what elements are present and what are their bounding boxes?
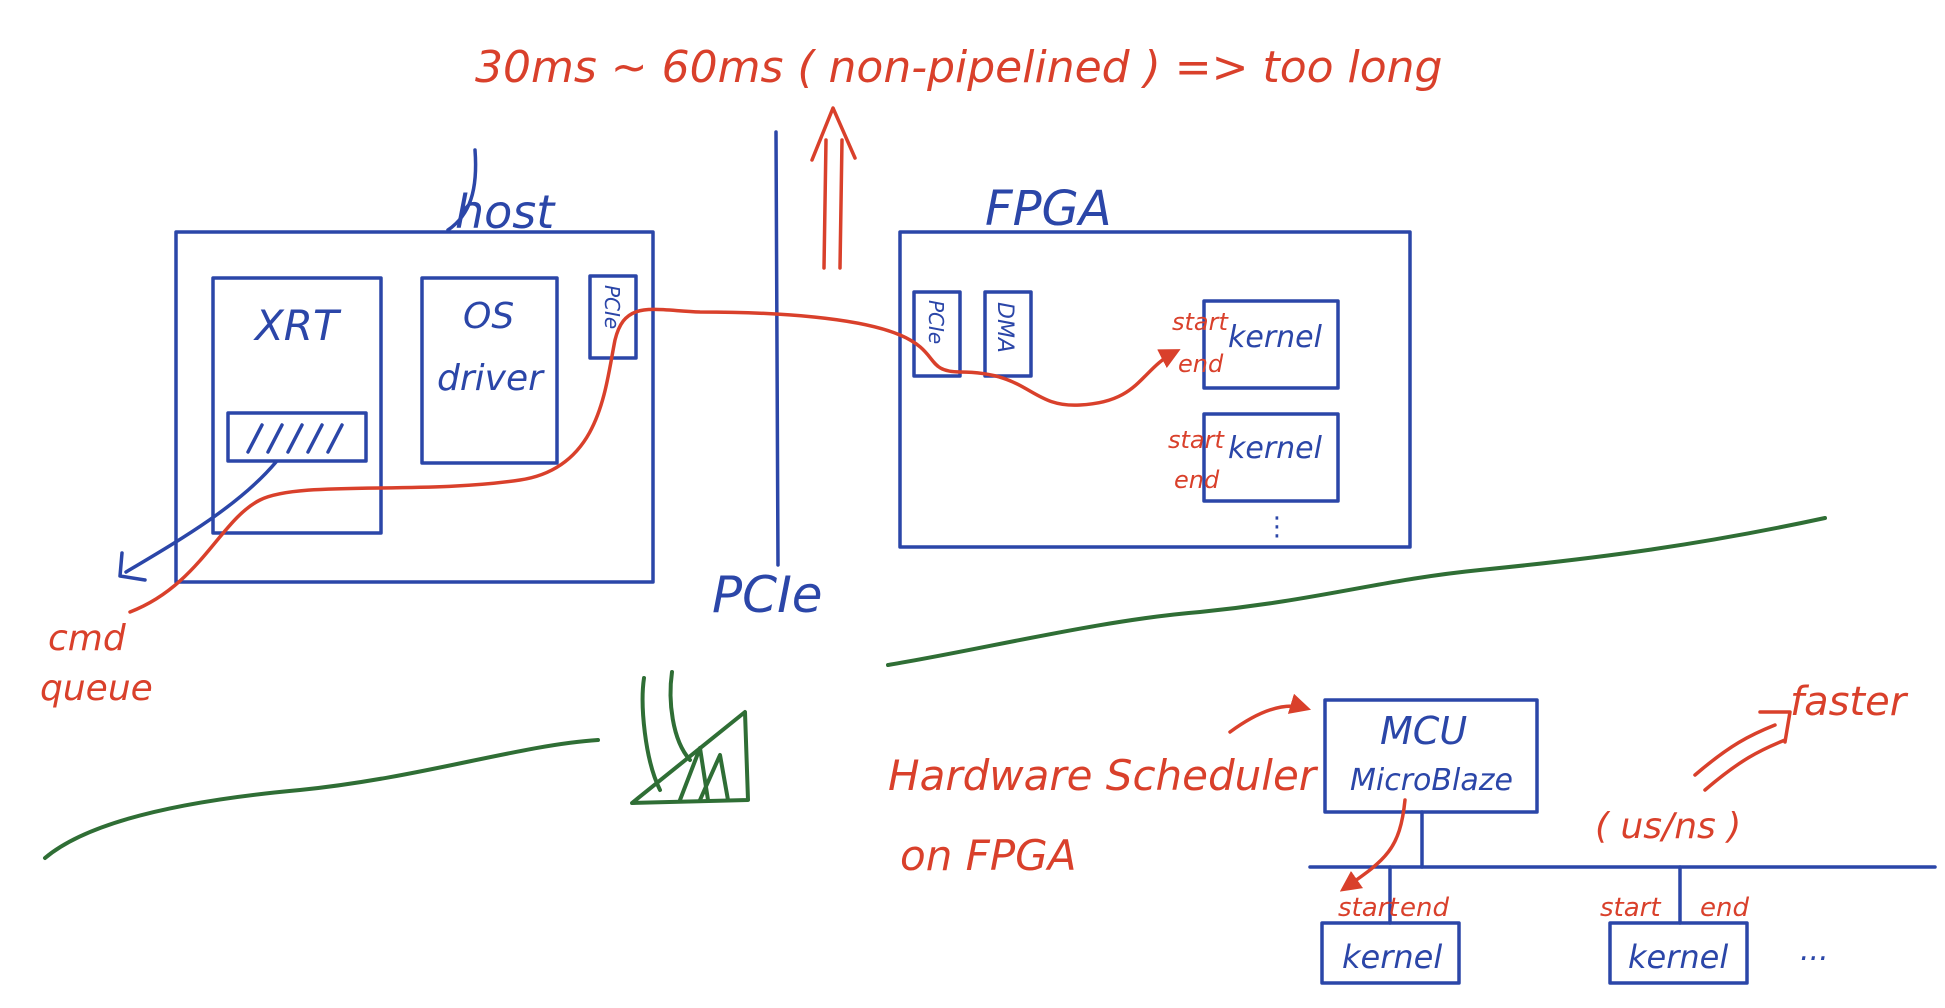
command-path	[128, 307, 1181, 614]
kernel-label-2: kernel	[1228, 431, 1323, 466]
hw-scheduler-label: Hardware Scheduler	[888, 751, 1319, 800]
up-double-arrow	[810, 106, 857, 270]
driver-label: driver	[437, 358, 545, 399]
dma-box	[983, 290, 1033, 378]
kernel-end-1: end	[1178, 350, 1224, 378]
queue-arrow	[124, 460, 278, 574]
kernel-label-1: kernel	[1228, 320, 1323, 355]
bottom-more-kernels: ...	[1800, 933, 1829, 968]
kernel-end-2: end	[1174, 466, 1220, 494]
bottom-kernel-end-2: end	[1700, 893, 1749, 923]
dma-label: DMA	[992, 302, 1017, 353]
faster-arrow	[1693, 710, 1792, 792]
queue-label: queue	[40, 668, 153, 709]
bottom-kernel-label-1: kernel	[1342, 938, 1442, 976]
scheduler-arrow	[1228, 693, 1312, 734]
pcie-bus-label: PCIe	[712, 566, 823, 624]
bottom-kernel-end-1: end	[1400, 893, 1449, 923]
os-label: OS	[463, 296, 514, 337]
green-divider-left	[43, 738, 600, 860]
fpga-pcie-box	[912, 290, 962, 378]
kernel-box-2	[1202, 412, 1340, 503]
os-driver-box	[420, 276, 559, 465]
fpga-label: FPGA	[985, 181, 1112, 237]
host-pcie-label: PCIe	[600, 285, 624, 329]
mcu-label: MCU	[1380, 709, 1467, 753]
kernel-start-2: start	[1168, 426, 1225, 454]
host-label: host	[455, 185, 556, 239]
fpga-pcie-label: PCIe	[924, 300, 948, 344]
queue-arrow-head	[118, 551, 147, 582]
on-fpga-label: on FPGA	[900, 831, 1076, 880]
kernel-box-1	[1202, 299, 1340, 390]
pen-icon	[630, 670, 750, 805]
bottom-kernel-start-1: start	[1338, 893, 1399, 923]
xrt-label: XRT	[253, 301, 342, 350]
faster-label: faster	[1790, 679, 1909, 725]
fpga-more-kernels: ⋮	[1264, 512, 1290, 542]
fpga-box: FPGA PCIe DMA kernel start end kernel st…	[898, 181, 1412, 549]
mcu-start-arrow	[1339, 798, 1407, 892]
host-box: host XRT OS driver PCIe	[174, 148, 655, 584]
green-divider-right	[886, 516, 1827, 667]
microblaze-label: MicroBlaze	[1350, 763, 1513, 798]
kernel-start-1: start	[1172, 308, 1229, 336]
bottom-kernel-label-2: kernel	[1628, 938, 1728, 976]
latency-note: 30ms ~ 60ms ( non-pipelined ) => too lon…	[475, 42, 1442, 93]
xrt-box	[211, 276, 383, 535]
bottom-kernel-box-2	[1608, 921, 1749, 985]
cmd-label: cmd	[48, 618, 127, 659]
cmd-queue-buffer	[226, 411, 368, 463]
queue-hatch-icon	[246, 423, 344, 454]
bottom-kernel-box-1	[1320, 921, 1461, 985]
timing-label: ( us/ns )	[1595, 806, 1741, 847]
mcu-box	[1323, 698, 1539, 814]
pcie-bus-line	[774, 130, 780, 567]
bottom-kernel-start-2: start	[1600, 893, 1661, 923]
